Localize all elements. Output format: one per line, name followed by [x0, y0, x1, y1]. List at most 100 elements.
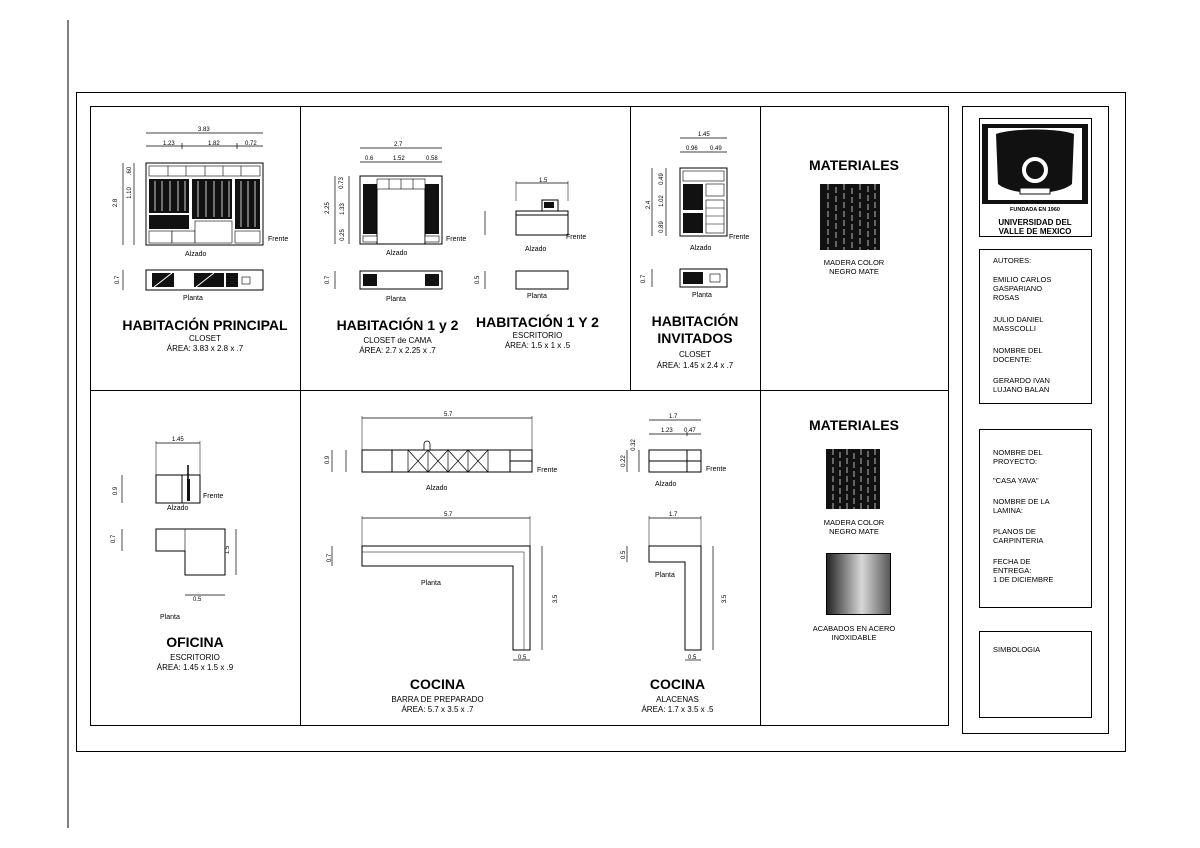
dim-a: 0.96: [686, 146, 698, 152]
dim-total: 3.83: [198, 127, 210, 133]
closet-invitados-plan: [651, 268, 728, 288]
materials-heading: MATERIALES: [809, 417, 899, 433]
material-label-l1: MADERA COLOR: [823, 258, 885, 267]
oficina-plan: [121, 528, 237, 596]
plan-label: Planta: [386, 296, 406, 303]
material-label-l2: NEGRO MATE: [829, 267, 879, 276]
dim-b: 0.47: [684, 428, 696, 434]
elevation-label: Alzado: [525, 246, 547, 253]
dim-h2: 1.10: [126, 187, 133, 199]
dim-h: 2.8: [113, 198, 120, 208]
dim-depth: 0.7: [325, 275, 332, 285]
dim-total: 2.7: [394, 142, 403, 148]
material2-label-l2: INOXIDABLE: [831, 633, 877, 642]
dim-depth: 0.7: [115, 275, 122, 285]
elevation-label: Alzado: [690, 245, 712, 252]
panel-subtitle: CLOSET: [678, 350, 711, 359]
sheet-label-l1: NOMBRE DE LA: [993, 497, 1050, 506]
sheet-label-l2: LAMINA:: [993, 506, 1024, 515]
dim-depth: 0.5: [621, 550, 628, 560]
dim-length: 3.5: [553, 594, 560, 604]
dim-total: 1.45: [698, 132, 710, 138]
panel-subtitle: ESCRITORIO: [170, 653, 220, 662]
dim-width: 0.5: [688, 655, 697, 661]
steel-swatch: [826, 553, 891, 615]
closet-invitados-elevation: [651, 137, 728, 237]
dim-a: 1.23: [163, 141, 175, 147]
teacher-label-l2: DOCENTE:: [993, 355, 1032, 364]
dim-h: 2.4: [646, 200, 653, 210]
alacenas-elevation: [626, 419, 702, 473]
barra-plan: [331, 516, 543, 661]
wood-swatch: [826, 449, 880, 509]
dim-b: 0.49: [710, 146, 722, 152]
panel-area: ÁREA: 5.7 x 3.5 x .7: [401, 705, 474, 714]
project-name: "CASA YAVA": [993, 476, 1039, 485]
dim-total: 1.45: [172, 437, 184, 443]
project-label-l2: PROYECTO:: [993, 457, 1038, 466]
front-label: Frente: [537, 467, 558, 474]
elevation-label: Alzado: [655, 481, 677, 488]
dim-length: 3.5: [722, 594, 729, 604]
panel-subtitle: BARRA DE PREPARADO: [391, 695, 484, 704]
university-seal-logo: [982, 124, 1088, 204]
dim-depth: 0.7: [327, 553, 334, 563]
dim-depth: 0.7: [111, 534, 118, 544]
front-label: Frente: [203, 493, 224, 500]
dim-h2: 0.32: [630, 439, 637, 451]
material-label-l1: MADERA COLOR: [823, 518, 885, 527]
date-value: 1 DE DICIEMBRE: [993, 575, 1054, 584]
dim-c: 0.72: [245, 141, 257, 147]
dim-depth: 0.7: [641, 274, 648, 284]
front-label: Frente: [268, 236, 289, 243]
alacenas-plan: [626, 516, 714, 661]
dim-h1: .60: [127, 166, 134, 176]
panel-title: OFICINA: [166, 634, 224, 650]
author1-line3: ROSAS: [993, 293, 1020, 302]
dim-height: 0.9: [325, 455, 332, 465]
authors-label: AUTORES:: [993, 256, 1032, 265]
dim-h2: 1.33: [339, 203, 346, 215]
dim-width: 0.5: [518, 655, 527, 661]
panel-title: HABITACIÓN PRINCIPAL: [122, 317, 288, 333]
plan-label: Planta: [421, 580, 441, 587]
dim-c: 0.58: [426, 156, 438, 162]
elevation-label: Alzado: [167, 505, 189, 512]
dim-h2: 1.02: [658, 195, 665, 207]
author2-line1: JULIO DANIEL: [993, 315, 1044, 324]
elevation-label: Alzado: [386, 250, 408, 257]
university-name-l1: UNIVERSIDAD DEL: [998, 218, 1072, 227]
teacher-l2: LUJANO BALAN: [993, 385, 1050, 394]
material-label-l2: NEGRO MATE: [829, 527, 879, 536]
closet-cama-plan: [334, 270, 443, 290]
author2-line2: MASSCOLLI: [993, 324, 1036, 333]
front-label: Frente: [566, 234, 587, 241]
oficina-elevation: [121, 441, 201, 504]
dim-total: 1.7: [669, 414, 678, 420]
materials-heading: MATERIALES: [809, 157, 899, 173]
dim-h1: 0.49: [658, 173, 665, 185]
plan-label: Planta: [692, 292, 712, 299]
dim-a: 1.23: [661, 428, 673, 434]
panel-subtitle: CLOSET de CAMA: [363, 336, 432, 345]
panel-title-line1: HABITACIÓN: [651, 313, 739, 329]
front-label: Frente: [446, 236, 467, 243]
panel-area: ÁREA: 2.7 x 2.25 x .7: [359, 346, 436, 355]
dim-depth: 0.5: [475, 275, 482, 285]
closet-principal-plan: [122, 269, 264, 291]
elevation-label: Alzado: [185, 251, 207, 258]
author1-line1: EMILIO CARLOS: [993, 275, 1052, 284]
dim-length: 1.5: [225, 545, 232, 555]
date-label-l2: ENTREGA:: [993, 566, 1032, 575]
dim-height: 0.9: [113, 486, 120, 496]
panel-subtitle: CLOSET: [188, 334, 221, 343]
university-name-l2: VALLE DE MEXICO: [998, 227, 1072, 236]
closet-cama-elevation: [334, 147, 443, 245]
dim-h1: 0.73: [338, 177, 345, 189]
plan-label: Planta: [655, 572, 675, 579]
escritorio-elevation: [484, 181, 569, 236]
dim-h3: 0.25: [339, 229, 346, 241]
panel-area: ÁREA: 1.45 x 2.4 x .7: [656, 361, 734, 370]
author1-line2: GASPARIANO: [993, 284, 1043, 293]
